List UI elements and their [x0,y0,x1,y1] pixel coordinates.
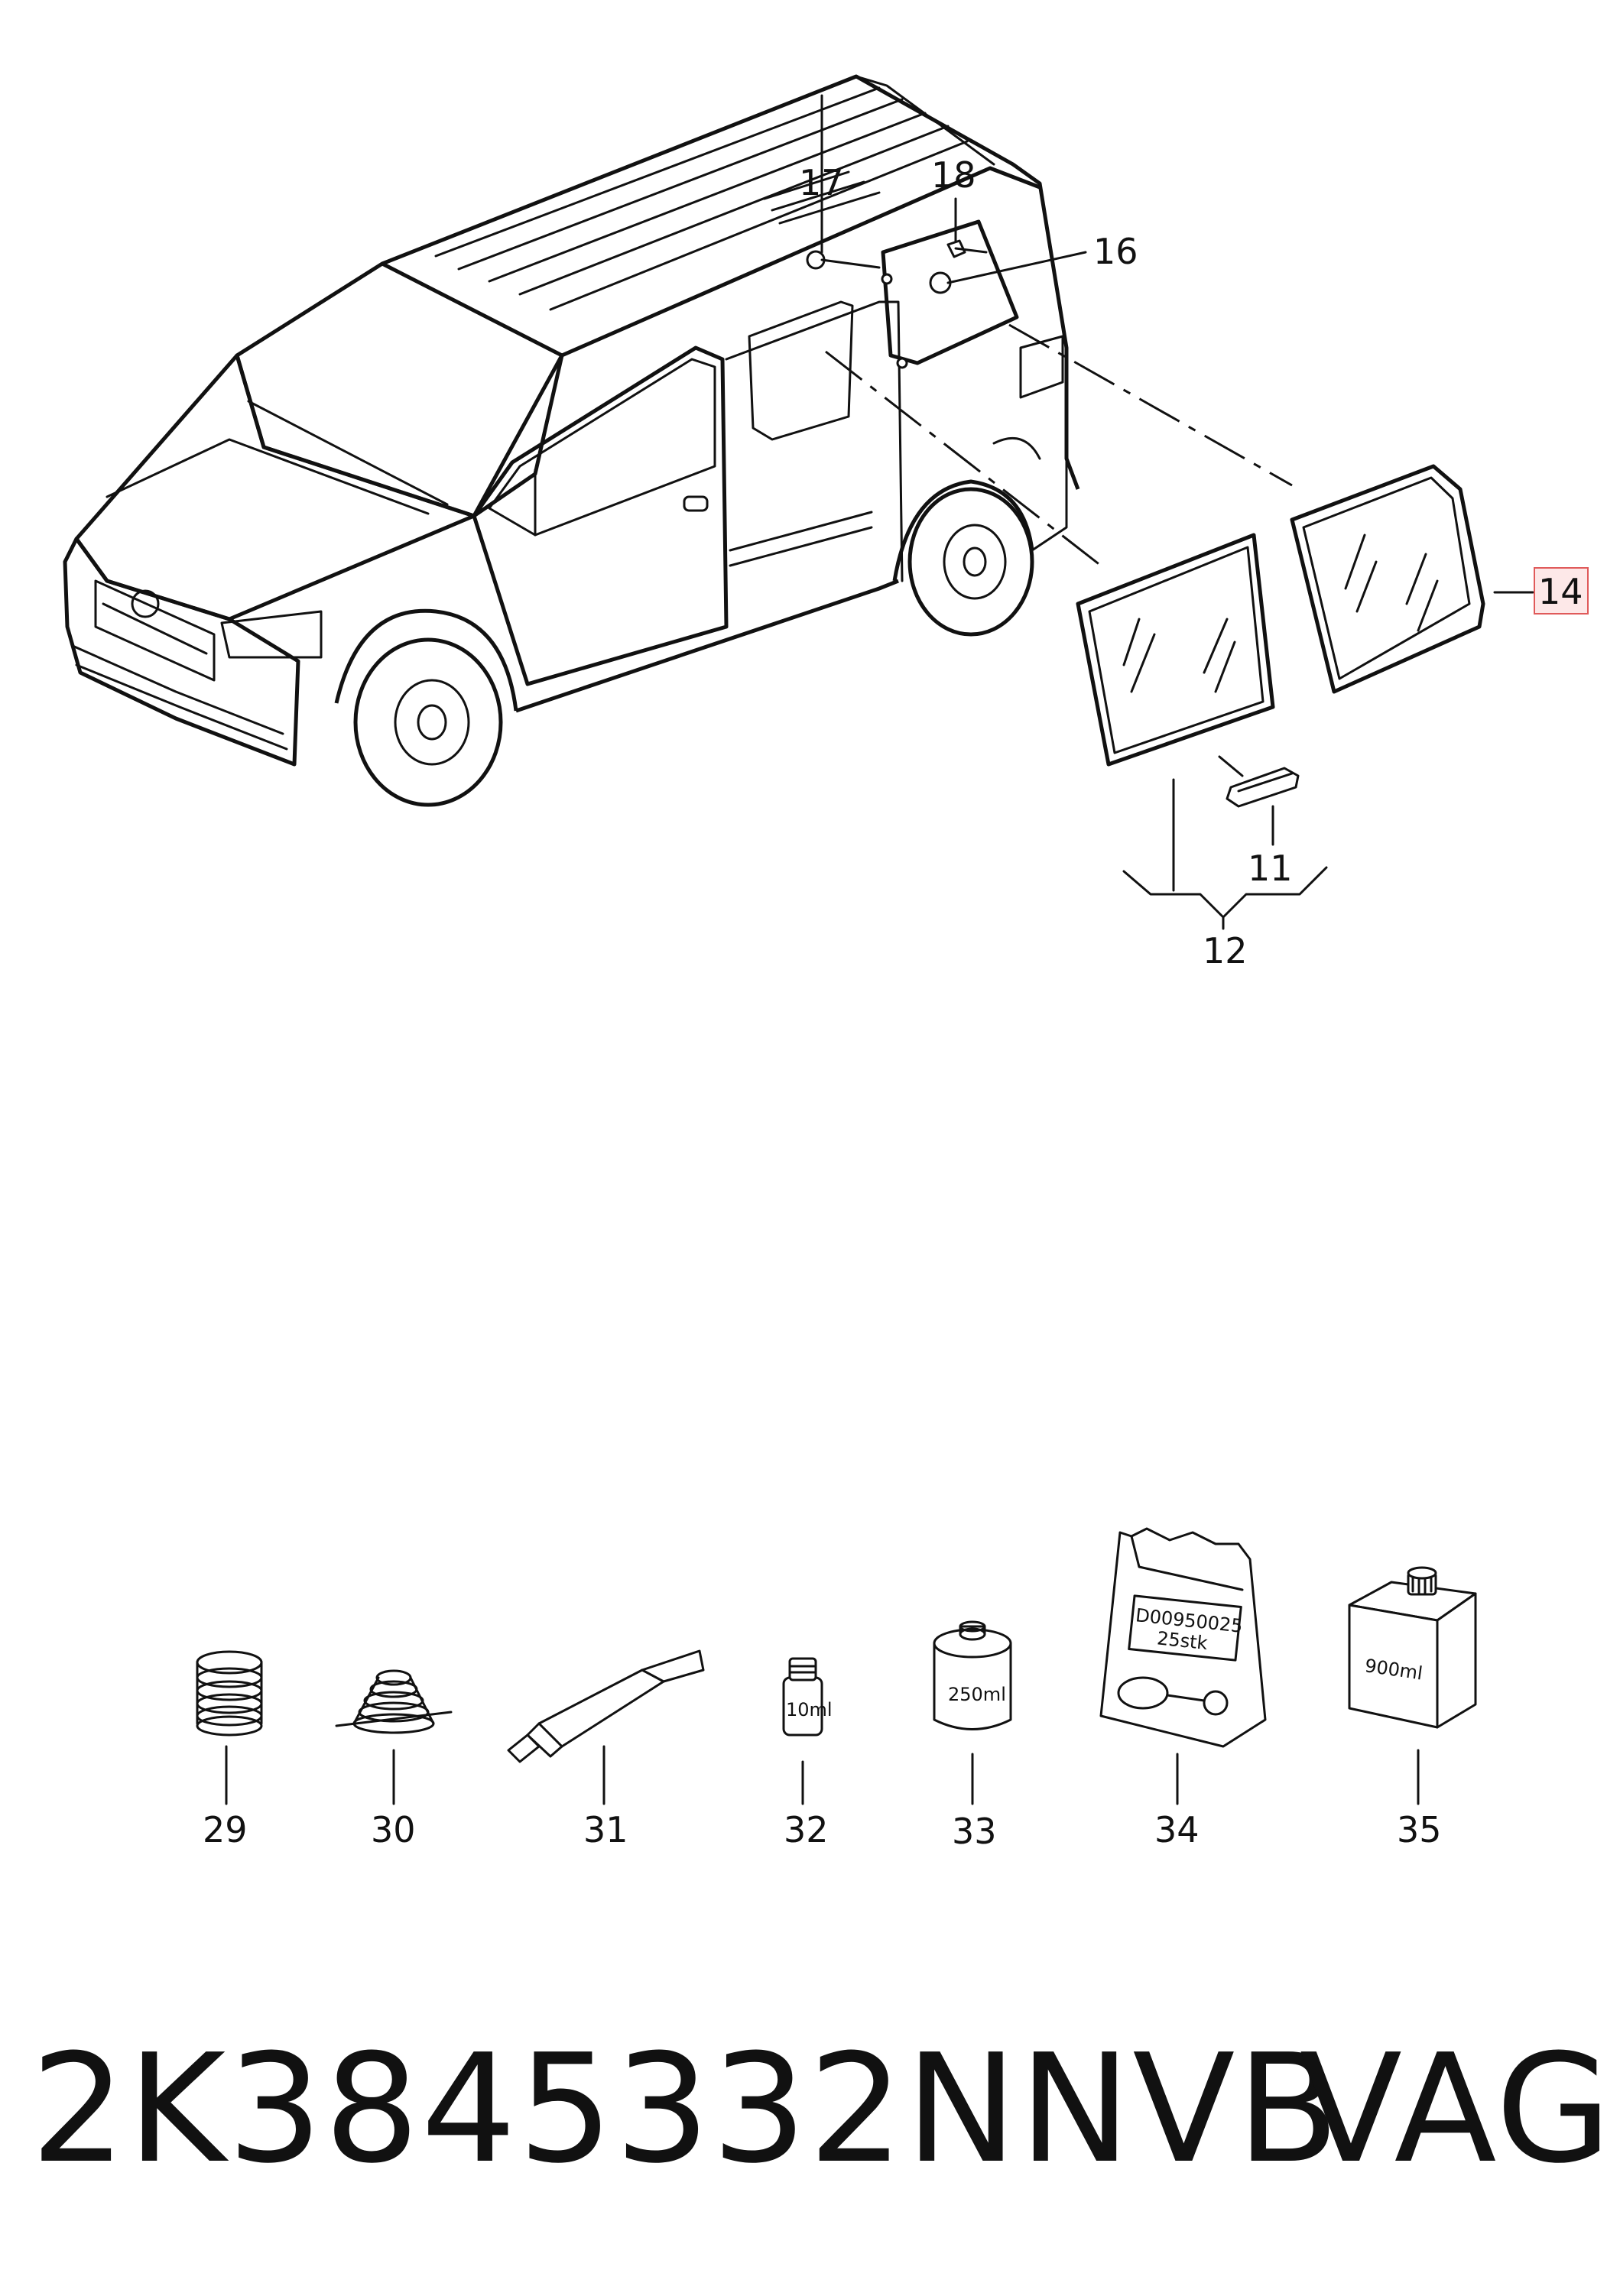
van-illustration [63,74,1080,807]
sliding-door-window-12 [1076,533,1275,767]
callout-32: 32 [784,1809,829,1850]
callout-14: 14 [1538,571,1583,612]
spring-29-icon [196,1650,263,1737]
callout-30: 30 [371,1809,416,1850]
callout-35: 35 [1397,1809,1442,1850]
callout-29: 29 [203,1809,248,1850]
conical-spring-30-icon [335,1669,453,1734]
rear-quarter-window-14 [1290,464,1485,694]
vial-32-icon: 10ml [782,1657,833,1737]
adhesive-tube-31-icon [507,1649,705,1763]
part-number: 2K3845332NNVB [31,2022,1341,2197]
callout-34: 34 [1154,1809,1200,1850]
callout-31: 31 [583,1809,628,1850]
callout-33: 33 [952,1811,997,1852]
can-33-icon: 250ml [933,1620,1012,1730]
footer: 2K3845332NNVB VAG [0,2018,1620,2201]
callout-18: 18 [931,154,976,196]
bag-qty-label: 25stk [1156,1627,1209,1654]
callout-14-highlight [1534,567,1589,615]
clip-11-icon [1226,767,1300,808]
can-label: 250ml [948,1684,1006,1705]
callout-17: 17 [799,162,844,203]
brand-name: VAG [1300,2022,1614,2197]
vial-label: 10ml [786,1699,833,1720]
callout-12: 12 [1203,930,1248,971]
callout-16: 16 [1093,231,1138,272]
bottle-35-icon: 900ml [1348,1566,1477,1729]
callout-11: 11 [1248,848,1293,889]
cleaning-wipes-bag-34-icon: D00950025 25stk [1099,1527,1267,1748]
